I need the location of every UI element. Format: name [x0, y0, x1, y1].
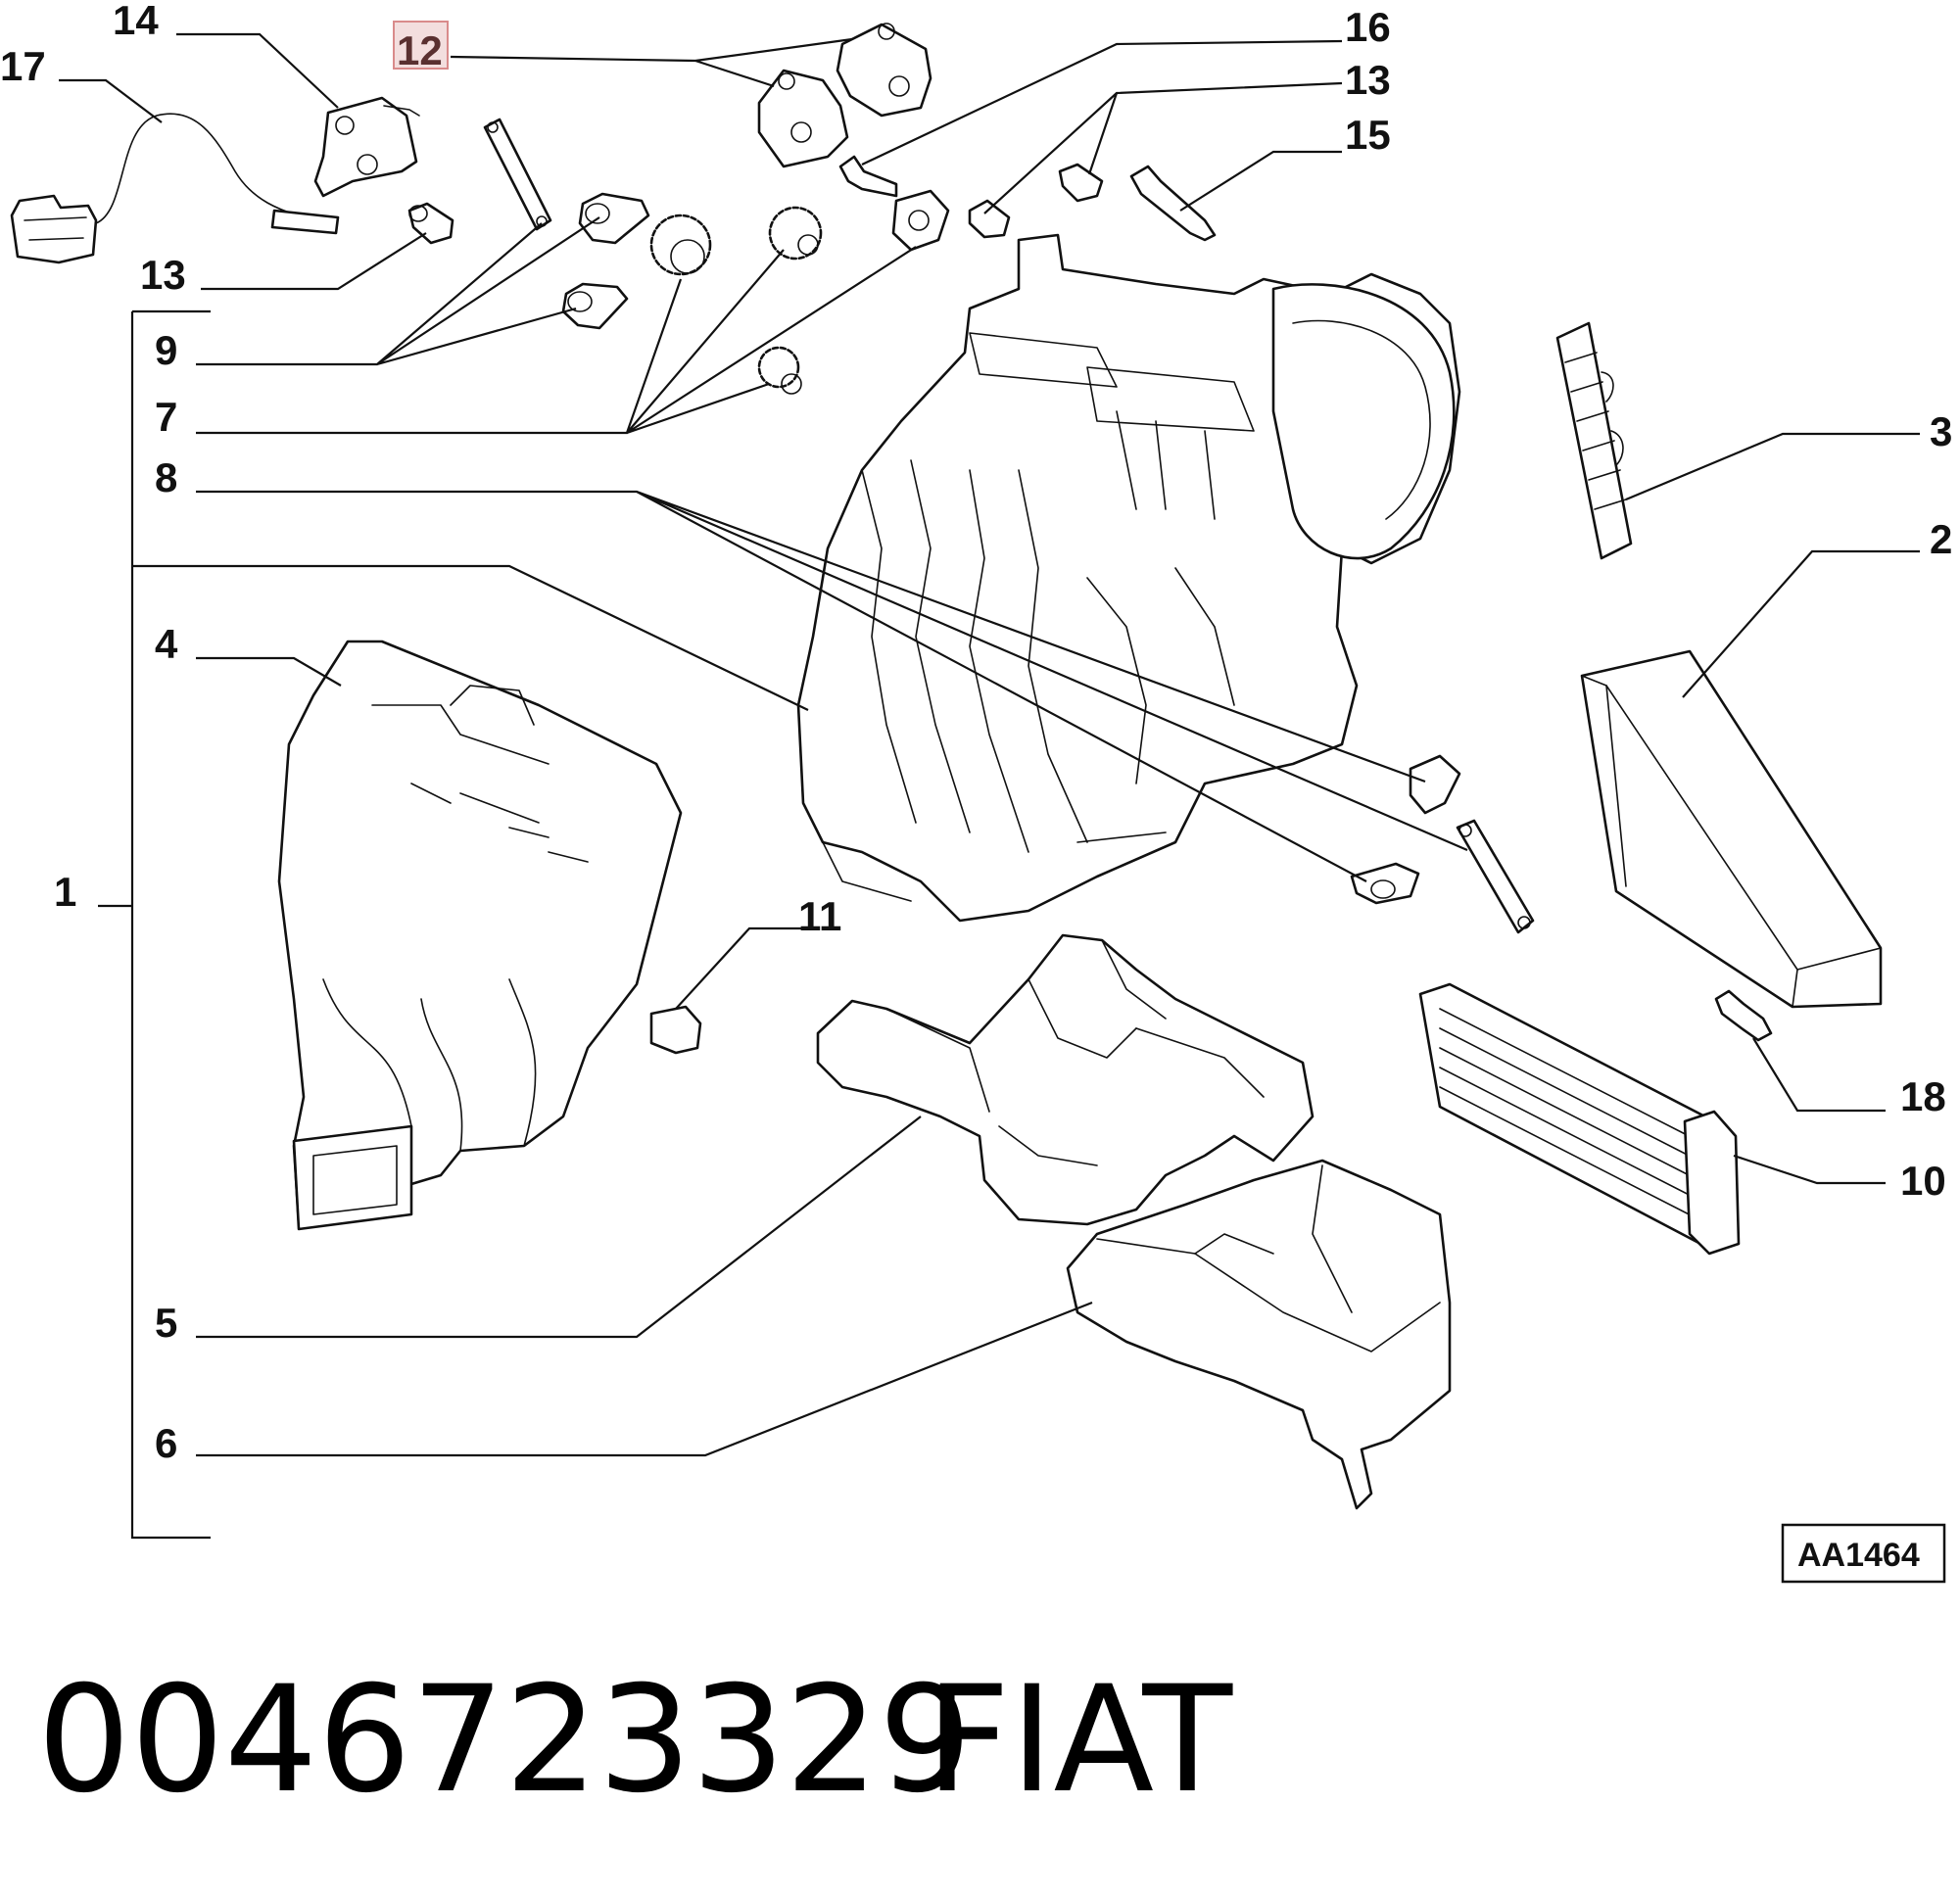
callout-8: 8 [155, 454, 177, 500]
part-7-gear-b [768, 206, 823, 261]
part-9-link-rod [483, 118, 552, 231]
part-17-temperature-sensor [10, 113, 340, 264]
callout-17: 17 [0, 43, 46, 89]
part-15-sensor [1129, 165, 1217, 242]
part-10-heater-core [1418, 982, 1741, 1256]
part-7-gear-d [891, 189, 950, 252]
reference-code-box [1781, 1523, 1946, 1584]
callout-1: 1 [54, 869, 76, 915]
callout-18: 18 [1900, 1073, 1946, 1119]
part-9-lever-upper [578, 192, 650, 245]
part-7-gear-a [649, 214, 712, 276]
callout-11: 11 [798, 893, 841, 939]
part-13-plug-left [407, 202, 454, 245]
callout-6: 6 [155, 1420, 177, 1466]
brand-name: FIAT [926, 1655, 1233, 1826]
part-8-arm [1456, 819, 1535, 934]
part-13-plug-right-a [968, 199, 1011, 239]
part-12-actuator-front [757, 69, 849, 168]
part-number: 0046723329 [37, 1655, 972, 1826]
part-12-actuator-back [836, 23, 932, 118]
callout-7: 7 [155, 394, 177, 440]
callout-15: 15 [1345, 112, 1391, 158]
callout-3: 3 [1930, 408, 1952, 454]
part-14-actuator [313, 96, 420, 198]
part-16-screw [838, 155, 898, 198]
part-8-clip [1409, 754, 1461, 815]
part-8-lever [1350, 862, 1420, 905]
part-3-grille [1555, 321, 1633, 560]
callout-5: 5 [155, 1300, 177, 1346]
leader-lines [59, 32, 1920, 1540]
reference-code-text: AA1464 [1797, 1537, 1920, 1574]
part-9-lever-lower [561, 282, 629, 330]
callout-12: 12 [397, 27, 443, 73]
callout-14: 14 [113, 0, 159, 43]
footer: 0046723329 FIAT [37, 1655, 1233, 1826]
highlighted-callout-box [393, 21, 449, 70]
reference-code: AA1464 [1781, 1523, 1946, 1584]
part-1-main-housing [796, 233, 1461, 923]
callout-10: 10 [1900, 1158, 1946, 1204]
part-13-plug-right-b [1058, 163, 1104, 203]
callout-9: 9 [155, 327, 177, 373]
callout-13-right: 13 [1345, 57, 1391, 103]
callout-2: 2 [1930, 516, 1952, 562]
part-11-clip [649, 1005, 702, 1055]
part-2-cabin-filter [1580, 649, 1883, 1009]
part-18-screw [1714, 989, 1773, 1042]
callout-13-left: 13 [140, 252, 186, 298]
part-4-air-duct [277, 640, 683, 1231]
callout-labels: 14 12 17 16 13 15 13 9 7 8 3 2 4 1 11 18… [0, 0, 1952, 1466]
part-5-lower-housing [816, 933, 1315, 1226]
part-6-lower-tray [1066, 1159, 1452, 1510]
callout-16: 16 [1345, 4, 1391, 50]
callout-4: 4 [155, 621, 178, 667]
part-7-gear-c [757, 346, 802, 395]
